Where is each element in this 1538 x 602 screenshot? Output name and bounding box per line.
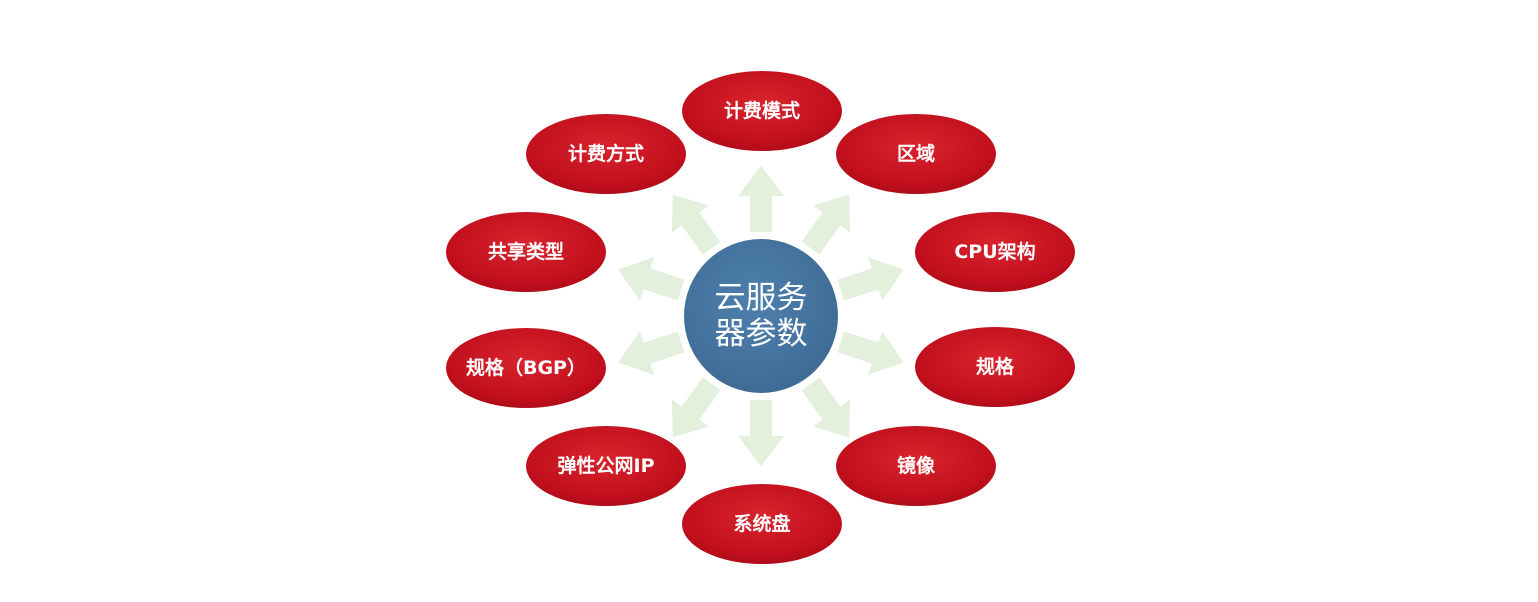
center-circle	[684, 239, 838, 393]
arrow-5	[801, 377, 851, 438]
node-sharing-type: 共享类型	[446, 212, 606, 292]
arrow-2	[801, 194, 851, 255]
node-ellipse	[526, 114, 686, 194]
node-label: CPU架构	[954, 240, 1035, 263]
node-ellipse	[682, 484, 842, 564]
arrow-1	[738, 166, 784, 232]
node-label: 镜像	[897, 454, 936, 477]
node-ellipse	[836, 114, 996, 194]
node-ellipse	[446, 212, 606, 292]
arrow-6	[738, 400, 784, 466]
node-ellipse	[915, 212, 1075, 292]
node-ellipse	[446, 328, 606, 408]
center-label-line-1: 云服务	[715, 280, 808, 316]
center-node: 云服务 器参数	[684, 239, 838, 393]
arrow-7	[671, 377, 721, 438]
node-image: 镜像	[836, 426, 996, 506]
node-billing-mode: 计费模式	[682, 71, 842, 151]
node-label: 共享类型	[488, 240, 564, 263]
node-label: 区域	[897, 142, 935, 165]
arrow-8	[618, 331, 685, 375]
node-label: 计费模式	[724, 99, 800, 122]
node-billing-method: 计费方式	[526, 114, 686, 194]
node-spec: 规格	[915, 327, 1075, 407]
arrow-group	[618, 166, 904, 466]
node-elastic-ip: 弹性公网IP	[526, 426, 686, 506]
node-ellipse	[836, 426, 996, 506]
arrow-9	[618, 257, 685, 301]
arrow-10	[671, 194, 721, 255]
center-label-line-2: 器参数	[715, 316, 808, 352]
node-group: 计费模式 区域 CPU架构 规格 镜像 系统盘 弹性公网IP 规格（BGP）	[446, 71, 1075, 564]
node-ellipse	[682, 71, 842, 151]
node-cpu-architecture: CPU架构	[915, 212, 1075, 292]
node-label: 弹性公网IP	[558, 454, 655, 477]
node-region: 区域	[836, 114, 996, 194]
node-label: 规格（BGP）	[466, 356, 586, 379]
node-spec-bgp: 规格（BGP）	[446, 328, 606, 408]
node-label: 规格	[976, 355, 1015, 378]
node-ellipse	[526, 426, 686, 506]
node-system-disk: 系统盘	[682, 484, 842, 564]
arrow-3	[837, 257, 904, 301]
node-label: 计费方式	[568, 142, 644, 165]
arrow-4	[837, 331, 904, 375]
node-ellipse	[915, 327, 1075, 407]
node-label: 系统盘	[733, 512, 790, 535]
